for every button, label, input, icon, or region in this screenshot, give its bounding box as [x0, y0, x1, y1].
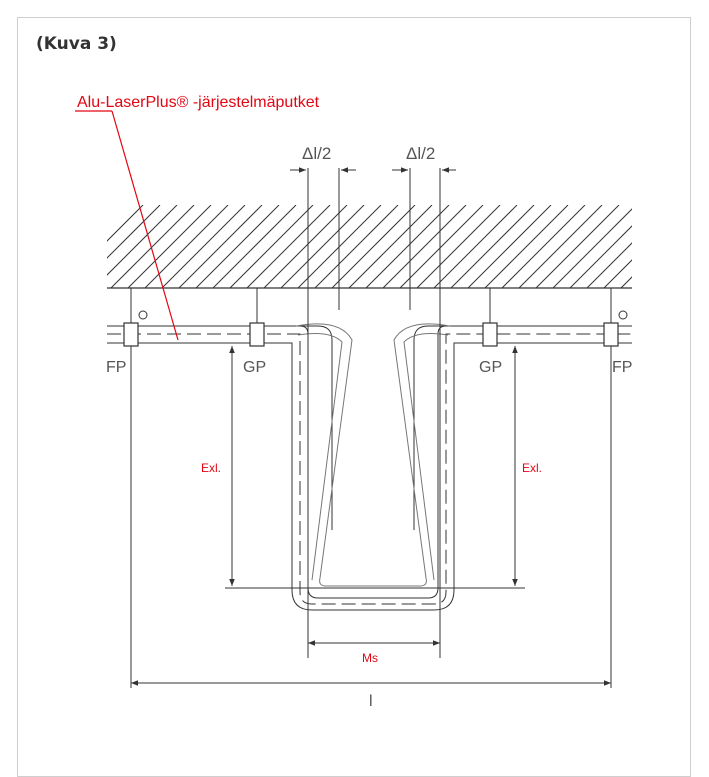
pipe-centerline [107, 333, 632, 605]
hatch-line [365, 205, 450, 288]
figure-frame [17, 17, 691, 777]
length-dimension [130, 346, 612, 688]
delta-label-right: Δl/2 [406, 144, 435, 163]
guide-point-label-right: GP [479, 359, 502, 376]
hatch-line [416, 205, 501, 288]
loop-width-label: Ms [362, 651, 378, 665]
hatch-line [314, 205, 399, 288]
pipe-clamps [123, 322, 619, 347]
hatch-line [569, 225, 632, 288]
figure-caption: (Kuva 3) [36, 34, 117, 54]
hatch-line [195, 205, 280, 288]
hatch-line [603, 259, 632, 288]
fixed-point-label-left: FP [106, 359, 126, 376]
hatch-line [107, 205, 178, 276]
hatch-line [586, 242, 632, 288]
hatch-line [127, 205, 212, 288]
hatch-line [280, 205, 365, 288]
hatch-line [331, 205, 416, 288]
fixed-point-marker-left [138, 310, 148, 320]
hatch-line [655, 205, 709, 288]
fixed-point-label-right: FP [612, 359, 632, 376]
delta-marks [290, 167, 456, 658]
pipe-prestressed [295, 323, 451, 587]
hatch-line [535, 205, 620, 288]
fixed-point-marker-right [618, 310, 628, 320]
excursion-label-right: Exl. [522, 461, 542, 475]
hatch-line [382, 205, 467, 288]
hatch-line [620, 276, 632, 288]
hatch-line [484, 205, 569, 288]
hatch-line [638, 205, 709, 288]
hatch-line [399, 205, 484, 288]
hatch-line [212, 205, 297, 288]
hatch-line [672, 205, 709, 288]
excursion-dimensions [225, 346, 525, 589]
hatch-line [229, 205, 314, 288]
system-pipes-label: Alu-LaserPlus® -järjestelmäputket [77, 94, 320, 111]
hatch-line [178, 205, 263, 288]
hatch-line [689, 205, 709, 288]
ceiling-hatch [107, 205, 709, 288]
hatch-line [433, 205, 518, 288]
hatch-line [263, 205, 348, 288]
hatch-line [450, 205, 535, 288]
hatch-line [552, 208, 632, 288]
hatch-line [518, 205, 603, 288]
hatch-line [107, 205, 161, 259]
delta-label-left: Δl/2 [302, 144, 331, 163]
hatch-line [501, 205, 586, 288]
hatch-line [348, 205, 433, 288]
hatch-line [107, 205, 144, 242]
hatch-line [144, 205, 229, 288]
hatch-line [467, 205, 552, 288]
hangers [130, 288, 612, 325]
excursion-label-left: Exl. [201, 461, 221, 475]
system-pipes-leader-slant [111, 110, 179, 341]
guide-point-label-left: GP [243, 359, 266, 376]
pipe-installed [107, 325, 632, 611]
hatch-line [246, 205, 331, 288]
length-label: l [369, 693, 373, 710]
hatch-line [161, 205, 246, 288]
hatch-line [110, 205, 195, 288]
